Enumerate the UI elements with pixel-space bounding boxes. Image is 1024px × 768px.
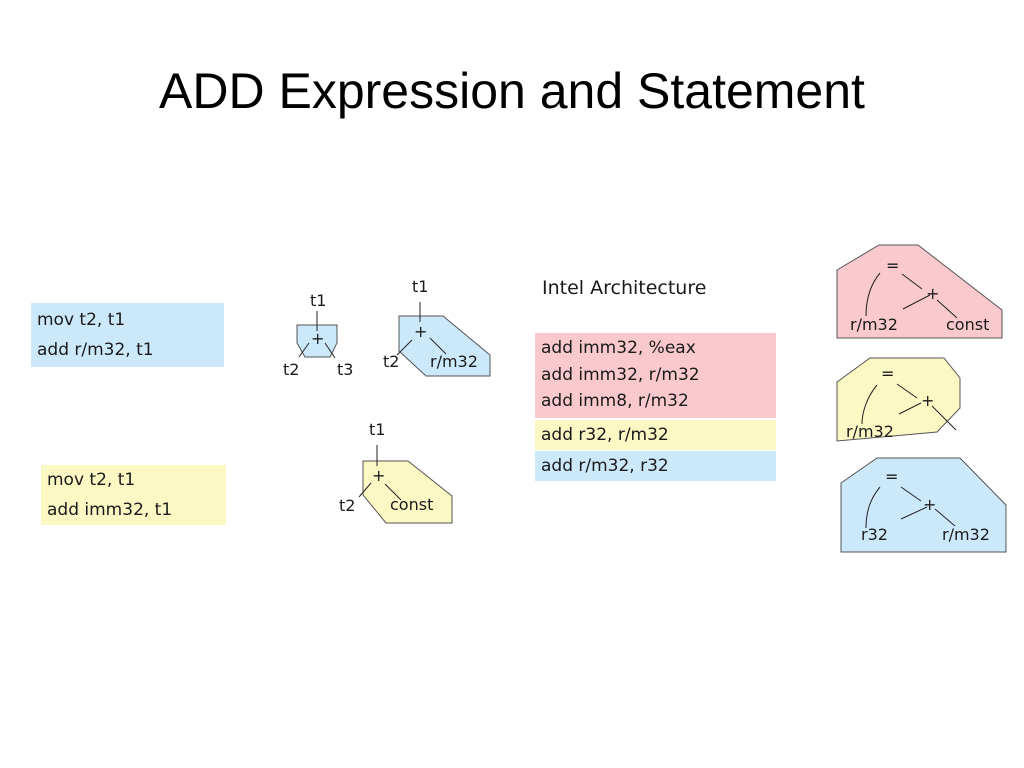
instruction-group-yellow: add r32, r/m32 bbox=[535, 420, 776, 450]
tile-operator-label: + bbox=[923, 495, 936, 514]
tile-left-label: r/m32 bbox=[850, 315, 898, 334]
code-line: add r/m32, t1 bbox=[37, 340, 154, 360]
instruction-group-pink: add imm32, %eax add imm32, r/m32 add imm… bbox=[535, 333, 776, 418]
tile-right-label: const bbox=[946, 315, 989, 334]
code-block-register-form: mov t2, t1 add r/m32, t1 bbox=[31, 303, 224, 367]
tile-assign-label: = bbox=[885, 467, 898, 486]
tile-right-label: r/m32 bbox=[430, 352, 478, 371]
tile-left-label: r32 bbox=[861, 525, 888, 544]
code-line: add imm32, t1 bbox=[47, 500, 173, 520]
tile-add-t2-rm32: t1 + t2 r/m32 bbox=[383, 277, 491, 377]
tile-add-t2-const: t1 + t2 const bbox=[339, 420, 453, 524]
instruction-group-blue: add r/m32, r32 bbox=[535, 451, 776, 481]
tile-root-label: t1 bbox=[369, 420, 385, 439]
tile-operator-label: + bbox=[311, 329, 324, 348]
tile-operator-label: + bbox=[414, 322, 427, 341]
tile-right-label: r/m32 bbox=[942, 525, 990, 544]
tile-assign-label: = bbox=[881, 364, 894, 383]
tile-assign-label: = bbox=[886, 256, 899, 275]
code-line: mov t2, t1 bbox=[47, 470, 136, 490]
tile-add-t2-t3: t1 + t2 t3 bbox=[283, 291, 353, 379]
instruction-row: add imm8, r/m32 bbox=[541, 391, 689, 411]
tile-operator-label: + bbox=[921, 391, 934, 410]
slide-title: ADD Expression and Statement bbox=[159, 63, 865, 119]
instruction-row: add imm32, r/m32 bbox=[541, 364, 700, 385]
statement-tile-blue: = + r32 r/m32 bbox=[840, 457, 1007, 553]
instruction-row: add r/m32, r32 bbox=[541, 456, 669, 476]
code-block-immediate-form: mov t2, t1 add imm32, t1 bbox=[41, 465, 226, 525]
intel-architecture-heading: Intel Architecture bbox=[542, 277, 707, 299]
tile-left-label: t2 bbox=[383, 352, 399, 371]
tile-operator-label: + bbox=[372, 466, 385, 485]
statement-tile-yellow: = + r/m32 bbox=[836, 357, 961, 442]
instruction-row: add imm32, %eax bbox=[541, 338, 696, 358]
tile-left-label: t2 bbox=[339, 496, 355, 515]
tile-left-label: t2 bbox=[283, 360, 299, 379]
tile-operator-label: + bbox=[926, 284, 939, 303]
tile-right-label: const bbox=[390, 495, 433, 514]
tile-left-label: r/m32 bbox=[846, 422, 894, 441]
statement-tile-pink: = + r/m32 const bbox=[836, 244, 1003, 339]
code-line: mov t2, t1 bbox=[37, 310, 126, 330]
tile-right-label: t3 bbox=[337, 360, 353, 379]
tile-root-label: t1 bbox=[310, 291, 326, 310]
tile-root-label: t1 bbox=[412, 277, 428, 296]
instruction-row: add r32, r/m32 bbox=[541, 425, 669, 445]
